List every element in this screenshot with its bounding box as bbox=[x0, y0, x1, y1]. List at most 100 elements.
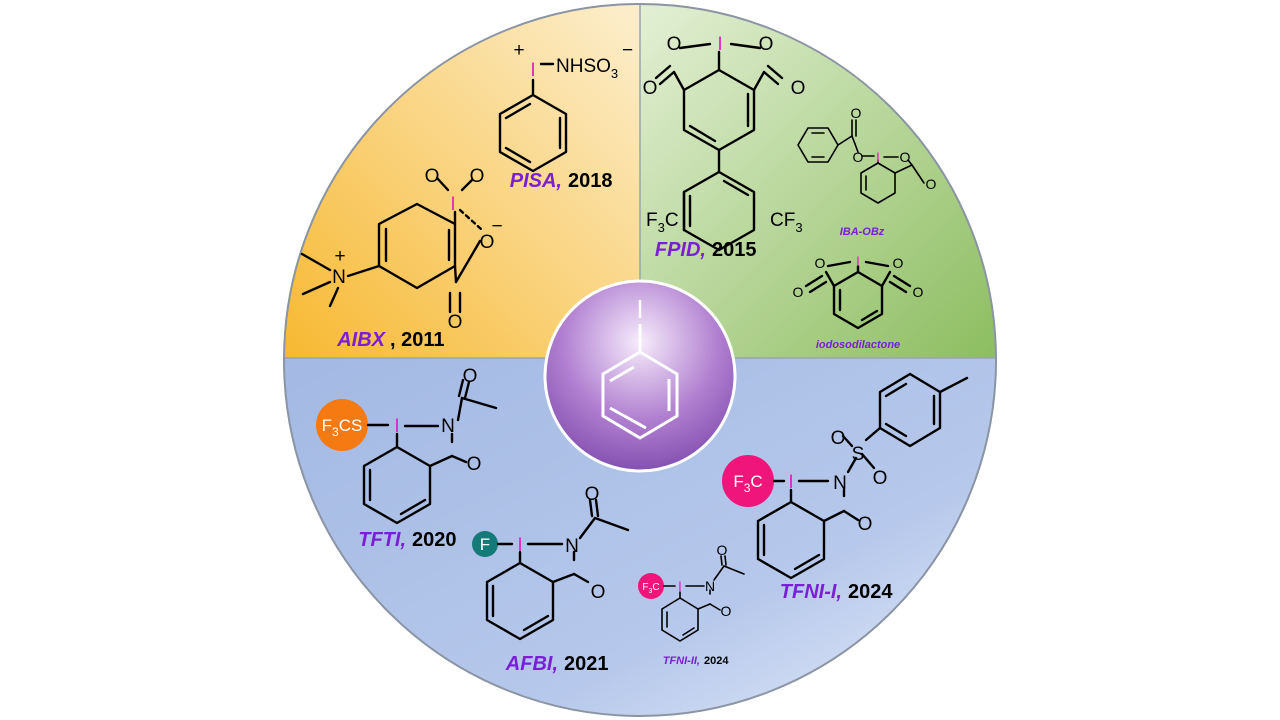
tfti-badge-rest: CS bbox=[339, 416, 363, 435]
afbi-structure: F I N O O AFBI, 2021 bbox=[472, 484, 630, 675]
svg-text:NHSO3: NHSO3 bbox=[556, 56, 618, 81]
tfni2-nitrogen: N bbox=[705, 578, 715, 594]
iba-obz-iodine: I bbox=[876, 149, 880, 165]
tfti-badge bbox=[316, 399, 368, 451]
iba-obz-name: IBA-OBz bbox=[840, 226, 885, 238]
aibx-oxygen-4: O bbox=[448, 312, 463, 333]
tfti-iodine: I bbox=[394, 416, 399, 437]
center-iodobenzene: I bbox=[543, 279, 737, 473]
tfni1-badge bbox=[722, 455, 774, 507]
svg-text:F3CS: F3CS bbox=[322, 416, 363, 439]
aibx-oxygen-3: O bbox=[480, 232, 495, 253]
fpid-cf3: CF bbox=[770, 210, 795, 231]
iba-obz-oxygen-2: O bbox=[853, 149, 864, 165]
afbi-oxygen-2: O bbox=[591, 582, 606, 603]
svg-text:F3C: F3C bbox=[642, 582, 659, 595]
iodosodilactone-oxygen-3: O bbox=[793, 284, 804, 300]
pisa-minus: − bbox=[622, 40, 633, 61]
center-iodine-label: I bbox=[636, 294, 643, 324]
svg-text:F3C: F3C bbox=[733, 472, 762, 495]
tfti-badge-sub: 3 bbox=[332, 425, 339, 439]
iba-obz-oxygen-4: O bbox=[926, 176, 937, 192]
aibx-nitrogen: N bbox=[332, 267, 346, 288]
iodosodilactone-oxygen-4: O bbox=[913, 284, 924, 300]
aibx-oxygen-1: O bbox=[425, 166, 440, 187]
iodosodilactone-structure: I O O O O iodosodilactone bbox=[793, 253, 924, 351]
pisa-iodine: I bbox=[530, 60, 535, 81]
disc-outline bbox=[283, 3, 997, 717]
iodosodilactone-iodine: I bbox=[856, 253, 860, 269]
tfni1-iodine: I bbox=[788, 472, 793, 493]
tfni1-year: 2024 bbox=[848, 581, 893, 603]
aibx-minus: − bbox=[491, 216, 502, 237]
fpid-year: 2015 bbox=[712, 239, 757, 261]
tfti-nitrogen: N bbox=[441, 416, 455, 437]
afbi-badge bbox=[472, 531, 498, 557]
afbi-badge-f: F bbox=[480, 535, 490, 554]
fpid-structure: I O O O O F3C CF3 FPID, 2015 bbox=[643, 34, 806, 261]
aibx-oxygen-2: O bbox=[470, 166, 485, 187]
tfni1-structure: F3C I N S O O O TFNI-I, 2024 bbox=[722, 372, 969, 603]
tfti-oxygen-2: O bbox=[467, 454, 482, 475]
tfti-oxygen-1: O bbox=[463, 366, 478, 387]
fpid-oxygen-4: O bbox=[791, 78, 806, 99]
fpid-oxygen-3: O bbox=[643, 78, 658, 99]
tfni1-sulfur: S bbox=[852, 444, 865, 465]
aibx-name: AIBX bbox=[336, 329, 386, 351]
iba-obz-oxygen-1: O bbox=[851, 105, 862, 121]
tfni2-structure: F3C I N O O TFNI-II, 2024 bbox=[638, 542, 745, 667]
afbi-oxygen-1: O bbox=[585, 484, 600, 505]
aibx-structure: I O O O − O N + AIBX , 2011 bbox=[300, 166, 503, 351]
pisa-year: 2018 bbox=[568, 170, 613, 192]
afbi-year: 2021 bbox=[564, 653, 609, 675]
afbi-name: AFBI, bbox=[505, 653, 558, 675]
fpid-f3c-f: F bbox=[646, 210, 658, 231]
tfti-structure: F3CS I N O O TFTI, 2020 bbox=[316, 366, 498, 551]
pisa-name: PISA, bbox=[510, 170, 562, 192]
tfni2-badge-f: F bbox=[642, 582, 648, 593]
fpid-iodine: I bbox=[717, 34, 722, 55]
tfni2-badge-rest: C bbox=[652, 582, 659, 593]
iodosodilactone-name: iodosodilactone bbox=[816, 339, 900, 351]
tfni1-oxygen-1: O bbox=[831, 428, 846, 449]
pisa-plus: + bbox=[513, 40, 524, 61]
svg-text:CF3: CF3 bbox=[770, 210, 803, 235]
iodosodilactone-oxygen-1: O bbox=[815, 255, 826, 271]
svg-text:AIBX: AIBX bbox=[336, 329, 386, 351]
tfni1-badge-rest: C bbox=[750, 472, 762, 491]
fpid-f3c-sub: 3 bbox=[658, 220, 665, 235]
tfni2-oxygen-1: O bbox=[717, 542, 728, 558]
svg-text:F3C: F3C bbox=[646, 210, 679, 235]
aibx-iodine: I bbox=[450, 194, 455, 215]
afbi-iodine: I bbox=[517, 535, 522, 556]
fpid-oxygen-1: O bbox=[667, 34, 682, 55]
fpid-cf3-sub: 3 bbox=[795, 220, 802, 235]
fpid-f3c-c: C bbox=[665, 210, 679, 231]
tfni2-badge-sub: 3 bbox=[648, 588, 652, 595]
iba-obz-structure: O O I O O IBA-OBz bbox=[797, 105, 937, 238]
iba-obz-oxygen-3: O bbox=[900, 149, 911, 165]
iodosodilactone-oxygen-2: O bbox=[893, 255, 904, 271]
fpid-oxygen-2: O bbox=[759, 34, 774, 55]
aibx-year: , 2011 bbox=[390, 329, 445, 351]
tfti-year: 2020 bbox=[412, 529, 457, 551]
tfni2-name: TFNI-II, bbox=[663, 655, 700, 667]
aibx-plus: + bbox=[334, 246, 345, 267]
tfni1-oxygen-2: O bbox=[873, 468, 888, 489]
tfni1-nitrogen: N bbox=[833, 473, 847, 494]
tfti-name: TFTI, bbox=[358, 529, 406, 551]
tfni1-badge-sub: 3 bbox=[744, 481, 751, 495]
tfni1-name: TFNI-I, bbox=[780, 581, 842, 603]
tfni2-badge bbox=[638, 573, 664, 599]
pisa-group: NHSO bbox=[556, 56, 611, 77]
tfni1-badge-f: F bbox=[733, 472, 743, 491]
tfni1-oxygen-3: O bbox=[858, 514, 873, 535]
fpid-name: FPID, bbox=[655, 239, 706, 261]
pisa-subscript: 3 bbox=[611, 66, 618, 81]
tfti-badge-f: F bbox=[322, 416, 332, 435]
tfni2-iodine: I bbox=[678, 578, 682, 594]
tfni2-oxygen-2: O bbox=[721, 603, 732, 619]
tfni2-year: 2024 bbox=[704, 655, 729, 667]
pisa-structure: I + NHSO3 − PISA, 2018 bbox=[498, 40, 633, 192]
